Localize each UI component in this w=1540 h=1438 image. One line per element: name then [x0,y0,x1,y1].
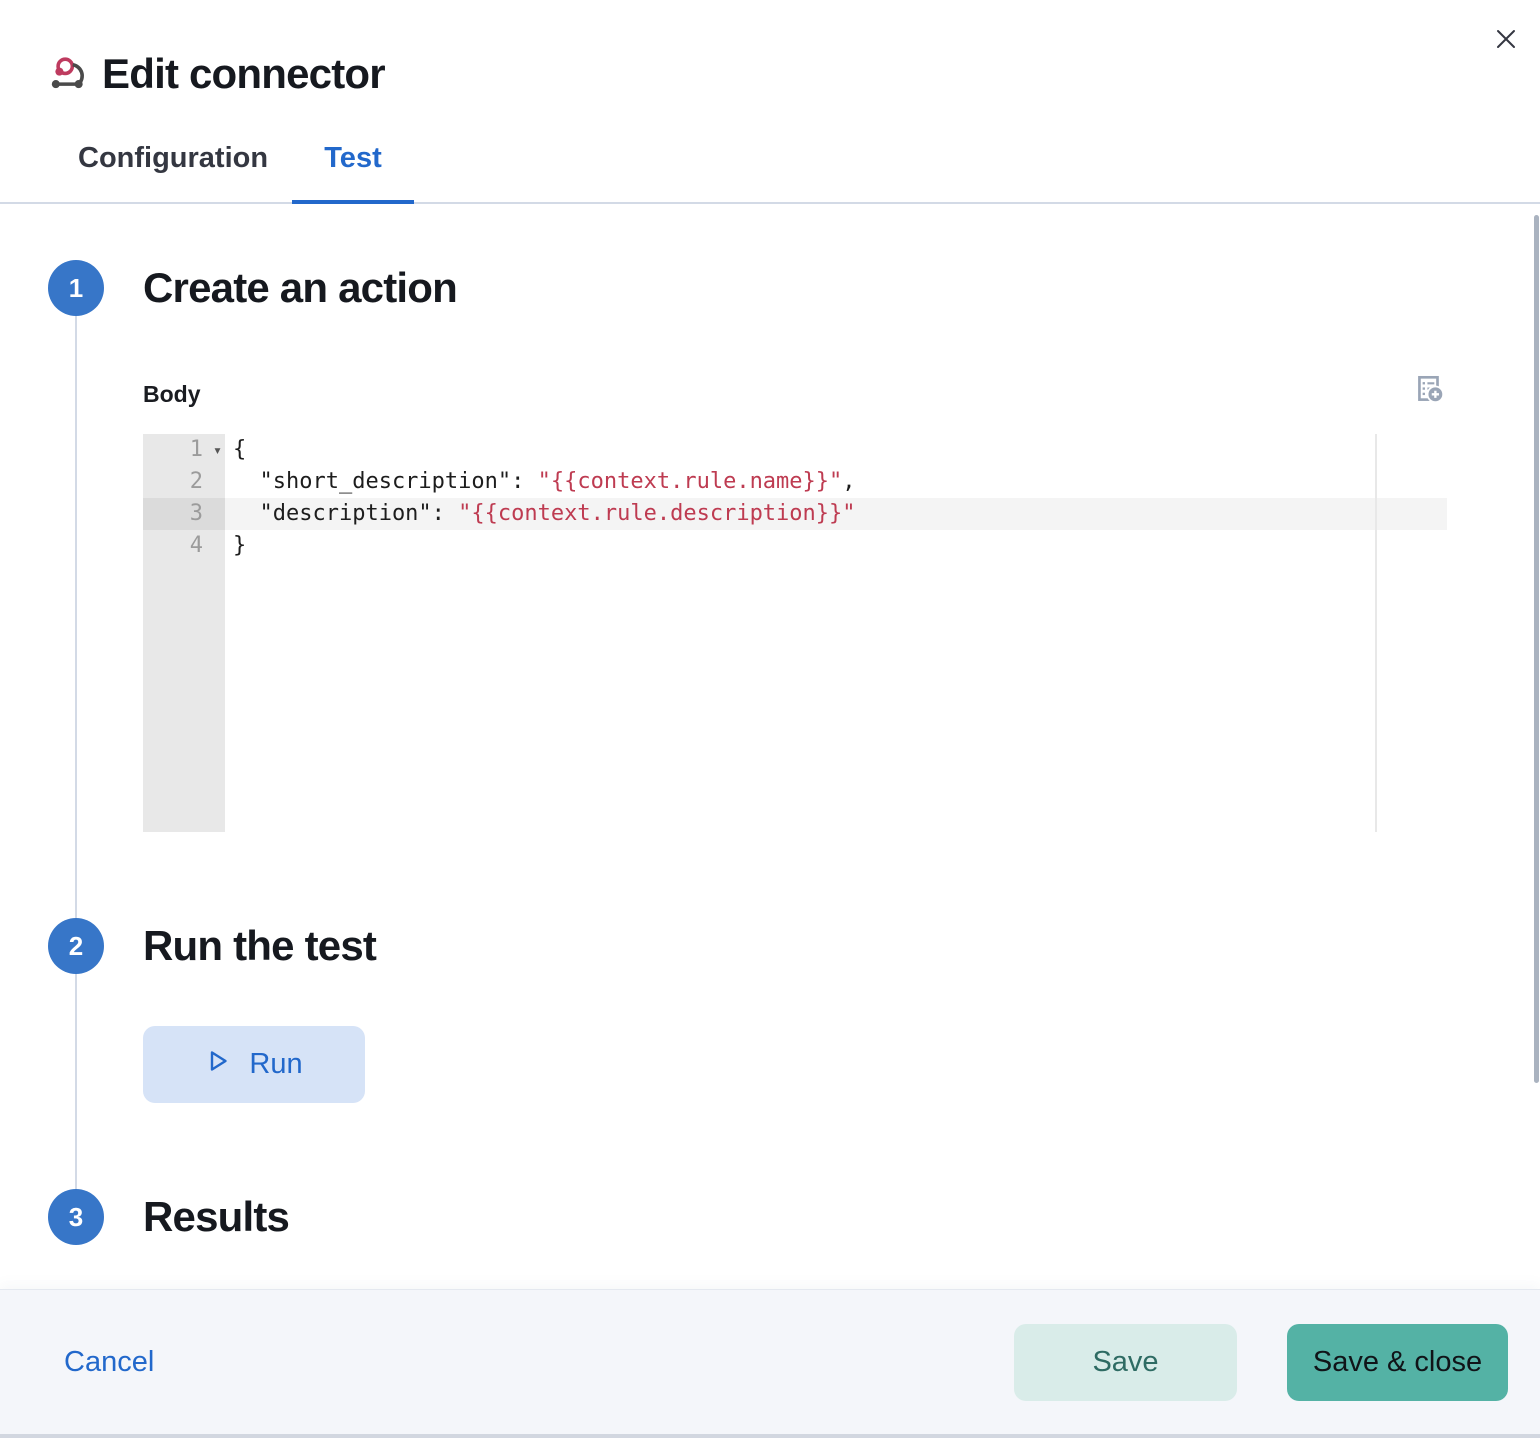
body-field-label: Body [143,381,201,407]
tab-configuration[interactable]: Configuration [78,142,269,174]
flyout-body: 1 Create an action Body [0,204,1540,1290]
step-number-badge: 2 [48,918,104,974]
step-number-badge: 1 [48,260,104,316]
step-body: Run the test Run [143,918,1540,1189]
step-connector-line [75,316,77,918]
gutter-line-number[interactable]: 4 [189,533,203,558]
flyout-footer: Cancel Save Save & close [0,1290,1540,1438]
step-title: Results [143,1193,290,1240]
selected-tab-underline [292,200,414,204]
step-number-badge: 3 [48,1189,104,1245]
step-body: Create an action Body [143,260,1540,918]
run-button-label: Run [249,1048,303,1080]
active-line-highlight [225,498,1447,530]
save-and-close-button[interactable]: Save & close [1287,1323,1508,1401]
close-icon [1488,29,1524,60]
step-rail: 1 [48,260,104,918]
step-rail: 3 [48,1189,104,1245]
step-title: Create an action [143,264,458,311]
gutter-line-number[interactable]: 1▾ [143,434,225,466]
step-title: Run the test [143,922,377,969]
gutter-line-number[interactable]: 3 [143,498,225,530]
print-margin-line [1375,434,1377,832]
body-field-header: Body [143,372,1447,408]
webhook-icon [48,55,86,93]
editor-gutter: 1▾ 2 3 4 [143,434,225,832]
cancel-button[interactable]: Cancel [64,1345,155,1378]
vertical-scrollbar[interactable] [1534,215,1539,1083]
step-rail: 2 [48,918,104,1189]
step-connector-line [75,974,77,1189]
editor-code: { "short_description": "{{context.rule.n… [233,434,1447,562]
play-icon [205,1048,231,1082]
code-line[interactable]: "description": "{{context.rule.descripti… [233,501,856,526]
step-body: Results [143,1189,1540,1245]
step-results: 3 Results [0,1189,1540,1245]
close-button[interactable] [1486,20,1526,60]
title-row: Edit connector [0,0,1540,98]
code-line[interactable]: { [233,437,247,462]
chevron-down-icon[interactable]: ▾ [212,441,222,459]
add-variable-button[interactable] [1411,372,1447,408]
step-create-action: 1 Create an action Body [0,260,1540,918]
step-run-test: 2 Run the test Run [0,918,1540,1189]
tab-test[interactable]: Test [324,142,382,174]
json-body-editor[interactable]: 1▾ 2 3 4 { "short_description": "{{context.… [143,434,1447,832]
code-line[interactable]: } [233,533,247,558]
code-line[interactable]: "short_description": "{{context.rule.nam… [233,469,856,494]
save-button[interactable]: Save [1014,1323,1237,1401]
page-title: Edit connector [102,50,386,97]
flyout-header: Edit connector Configuration Test [0,0,1540,204]
add-variable-icon [1412,375,1446,409]
run-button[interactable]: Run [143,1026,365,1103]
gutter-line-number[interactable]: 2 [189,469,203,494]
